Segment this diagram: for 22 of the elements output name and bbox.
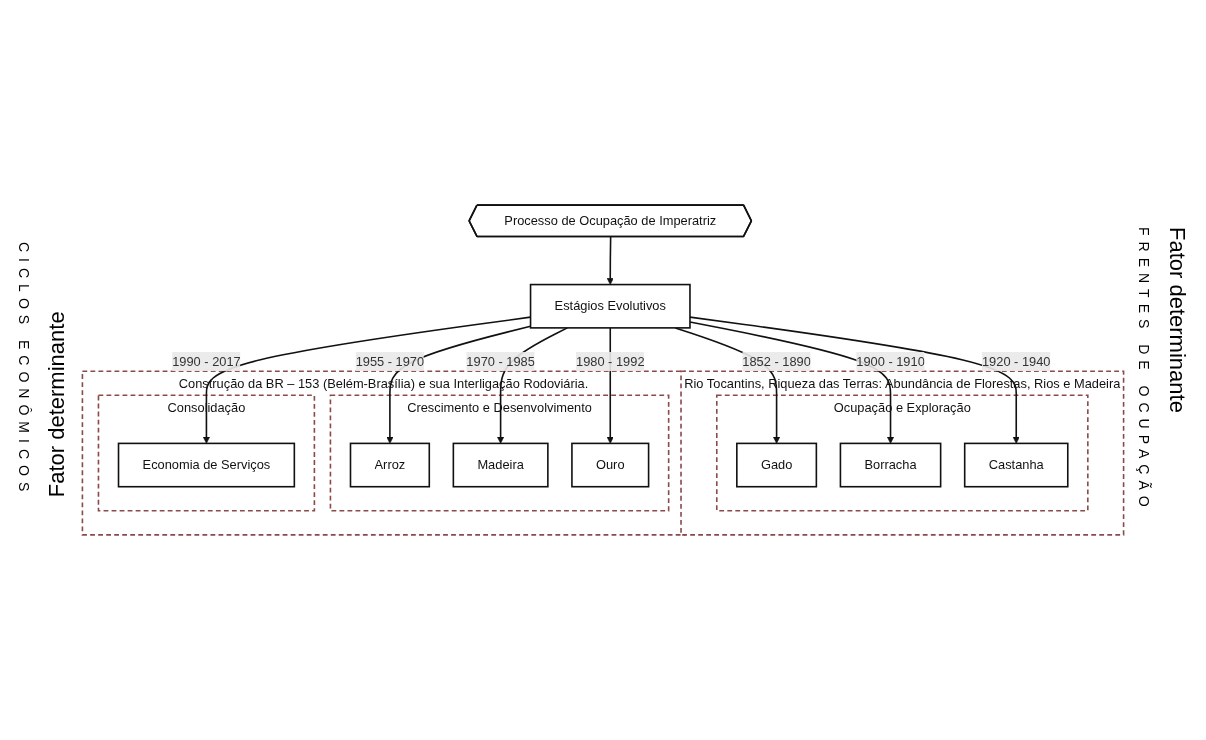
- arrow: [689, 316, 1020, 444]
- node-box: Borracha: [839, 442, 942, 488]
- edge-label: 1900 - 1910: [856, 354, 925, 368]
- node-box: Estágios Evolutivos: [529, 283, 691, 329]
- edge-label: 1980 - 1992: [576, 354, 645, 368]
- node-box: Madeira: [452, 442, 549, 488]
- edge-label: 1852 - 1890: [742, 354, 811, 368]
- edge-label: 1920 - 1940: [981, 354, 1051, 368]
- arrow: [606, 236, 614, 285]
- vertical-label: CICLOS ECONÔMICOS: [16, 242, 32, 498]
- vertical-label: Fator determinante: [44, 310, 70, 498]
- node-box: Castanha: [963, 442, 1069, 488]
- edge-label: 1970 - 1985: [466, 354, 535, 368]
- vertical-label: Fator determinante: [1164, 227, 1190, 416]
- arrow: [689, 321, 895, 444]
- node-box: Gado: [736, 442, 818, 488]
- edge-label: 1955 - 1970: [355, 354, 425, 368]
- edge-label: 1990 - 2017: [172, 354, 241, 368]
- vertical-label: FRENTES DE OCUPAÇÃO: [1136, 227, 1152, 513]
- node-box: Ouro: [571, 442, 650, 488]
- node-box: Arroz: [349, 442, 431, 488]
- node-box: Economia de Serviços: [117, 442, 296, 488]
